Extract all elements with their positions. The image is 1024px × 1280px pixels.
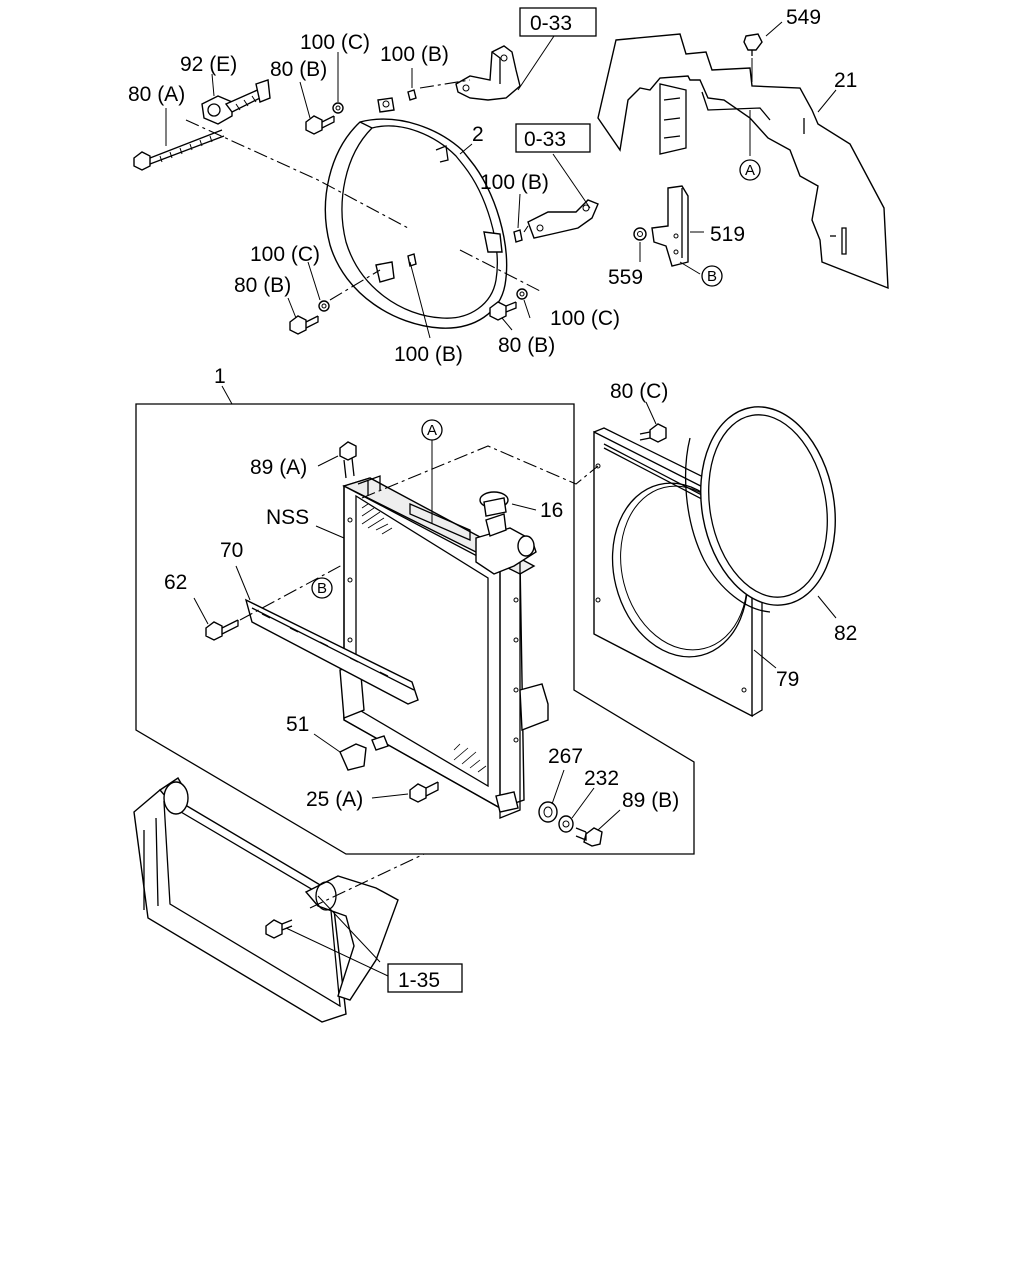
nut-559: [633, 227, 647, 241]
label-16: 16: [540, 499, 563, 522]
hose-bolt: [265, 919, 293, 939]
bolt-80b-lower-left: [289, 315, 319, 335]
label-232: 232: [584, 767, 619, 790]
label-100c-right: 100 (C): [550, 307, 620, 330]
ref-0-33-mid: 0-33: [524, 128, 566, 151]
label-80b-top: 80 (B): [270, 58, 327, 81]
bracket-519: [651, 185, 689, 267]
shroud-ring-82: [684, 406, 836, 613]
label-82: 82: [834, 622, 857, 645]
label-89b: 89 (B): [622, 789, 679, 812]
label-80b-left: 80 (B): [234, 274, 291, 297]
bolt-62: [205, 619, 239, 641]
marker-a-radiator: [421, 419, 443, 441]
bolt-80b-lower-right: [489, 301, 517, 321]
ref-1-35: 1-35: [398, 969, 440, 992]
bolt-89b: [575, 827, 603, 847]
middle-bracket: [527, 199, 599, 239]
label-92e: 92 (E): [180, 53, 237, 76]
label-100c-left: 100 (C): [250, 243, 320, 266]
marker-b-radiator-letter: B: [317, 580, 327, 597]
bolt-80c: [639, 423, 667, 443]
label-559: 559: [608, 266, 643, 289]
drain-cock-51: [339, 735, 389, 771]
marker-a-radiator-letter: A: [427, 422, 437, 439]
fan-shroud-ring: [324, 97, 508, 329]
bolt-80a: [133, 129, 225, 171]
label-21: 21: [834, 69, 857, 92]
label-100b-mid: 100 (B): [480, 171, 549, 194]
label-100c-top: 100 (C): [300, 31, 370, 54]
rubber-mount-267: [538, 801, 558, 823]
label-51: 51: [286, 713, 309, 736]
label-1: 1: [214, 365, 226, 388]
marker-b-radiator: [311, 577, 333, 599]
label-519: 519: [710, 223, 745, 246]
marker-b-bracket: [701, 265, 723, 287]
washer-232: [558, 815, 574, 833]
bolt-25a: [409, 781, 439, 803]
marker-a-cover: [739, 159, 761, 181]
label-267: 267: [548, 745, 583, 768]
intercooler: [133, 777, 399, 1023]
marker-b-bracket-letter: B: [707, 268, 717, 285]
side-cover-21: [597, 33, 889, 290]
ref-box-0-33-top: [519, 7, 597, 37]
radiator-cap-16: [479, 491, 509, 517]
radiator-core: [339, 475, 549, 819]
label-89a: 89 (A): [250, 456, 307, 479]
clip-100b-mid: [513, 229, 523, 243]
label-2: 2: [472, 123, 484, 146]
marker-a-cover-letter: A: [745, 162, 755, 179]
label-100b-top: 100 (B): [380, 43, 449, 66]
upper-bracket: [455, 45, 521, 101]
bolt-80b-top: [305, 115, 335, 135]
label-62: 62: [164, 571, 187, 594]
ref-0-33-top: 0-33: [530, 12, 572, 35]
tensioner-92e: [201, 79, 271, 125]
label-25a: 25 (A): [306, 788, 363, 811]
washer-100c-lower-left: [318, 300, 330, 312]
filler-neck: [475, 513, 537, 575]
bolt-89a: [339, 441, 357, 479]
label-nss: NSS: [266, 506, 309, 529]
label-79: 79: [776, 668, 799, 691]
washer-100c-lower-right: [516, 288, 528, 300]
ref-box-0-33-mid: [515, 123, 591, 153]
washer-100c-top: [332, 102, 344, 114]
label-80a: 80 (A): [128, 83, 185, 106]
label-80b-right: 80 (B): [498, 334, 555, 357]
clip-549: [743, 33, 763, 56]
label-549: 549: [786, 6, 821, 29]
clip-100b-top: [407, 89, 417, 101]
assembly-boundary-1: [135, 403, 695, 855]
label-70: 70: [220, 539, 243, 562]
ref-box-1-35: [387, 963, 463, 993]
bracket-70: [244, 598, 419, 705]
label-80c: 80 (C): [610, 380, 668, 403]
label-100b-bottom: 100 (B): [394, 343, 463, 366]
